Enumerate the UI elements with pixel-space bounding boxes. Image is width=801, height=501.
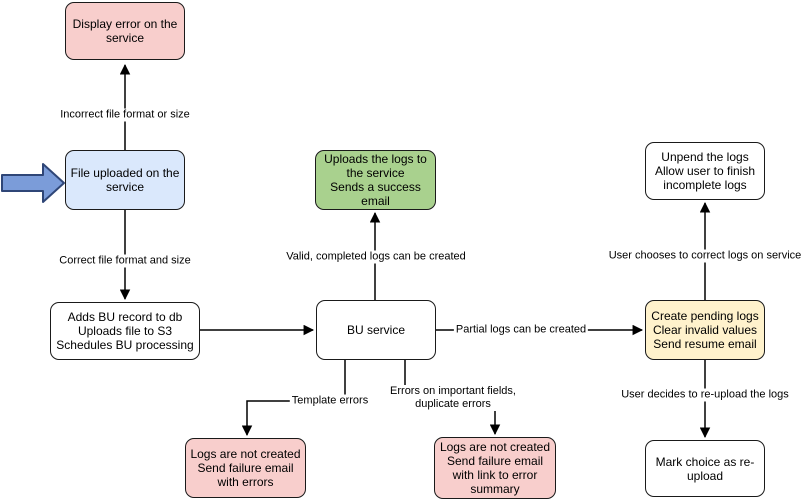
node-create-pending: Create pending logs Clear invalid values… <box>645 300 765 360</box>
node-file-uploaded: File uploaded on the service <box>65 150 185 210</box>
edge-label-user-corrects: User chooses to correct logs on service <box>606 249 801 263</box>
node-mark-reupload: Mark choice as re-upload <box>645 440 765 497</box>
node-bu-service: BU service <box>316 300 436 360</box>
edge-label-correct-format: Correct file format and size <box>57 254 193 268</box>
edge-label-field-errors: Errors on important fields, duplicate er… <box>388 385 518 411</box>
node-logs-not-created-errors: Logs are not created Send failure email … <box>185 438 306 498</box>
node-unpend-logs: Unpend the logs Allow user to finish inc… <box>645 142 765 200</box>
edge-label-partial-logs: Partial logs can be created <box>453 323 589 337</box>
edge-label-valid-logs: Valid, completed logs can be created <box>284 250 468 264</box>
edge-label-incorrect-format: Incorrect file format or size <box>58 108 192 122</box>
node-logs-not-created-summary: Logs are not created Send failure email … <box>434 437 556 499</box>
edge-label-user-reuploads: User decides to re-upload the logs <box>619 388 791 402</box>
input-arrow-icon <box>1 163 65 203</box>
node-adds-bu-record: Adds BU record to db Uploads file to S3 … <box>50 302 200 360</box>
node-display-error: Display error on the service <box>65 2 185 60</box>
node-uploads-logs: Uploads the logs to the service Sends a … <box>315 150 436 210</box>
edge-label-template-errors: Template errors <box>289 394 371 408</box>
